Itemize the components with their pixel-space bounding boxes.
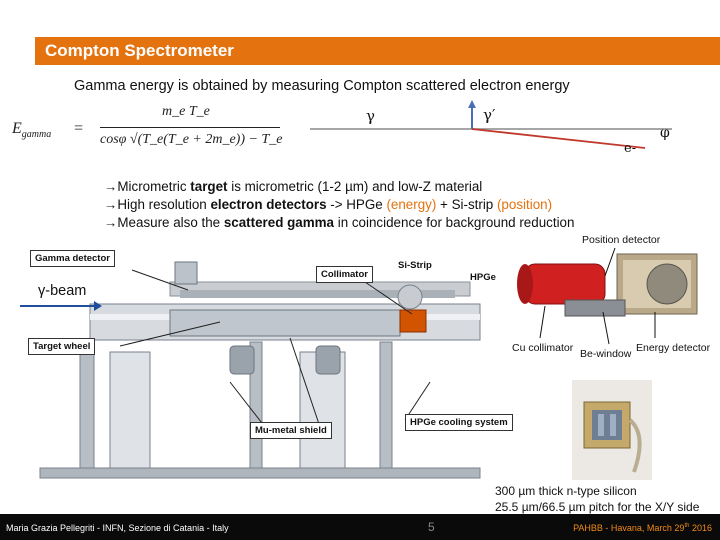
leader-mu-metal-2 <box>289 337 321 428</box>
energy-detector-window <box>646 263 688 305</box>
footer-author: Maria Grazia Pellegriti - INFN, Sezione … <box>6 523 229 533</box>
bullet-list: →Micrometric target is micrometric (1-2 … <box>104 178 574 232</box>
leader-cu-collimator <box>539 305 546 339</box>
bullet-scattered-gamma: →Measure also the scattered gamma in coi… <box>104 215 575 230</box>
leader-gamma-detector <box>131 269 189 291</box>
gamma-energy-formula: Egamma = m_e T_e cosφ √(T_e(T_e + 2m_e))… <box>12 104 282 156</box>
label-be-window: Be-window <box>580 348 632 360</box>
label-target-wheel: Target wheel <box>28 338 96 355</box>
si-strip-sensor <box>592 410 622 440</box>
pump-2 <box>315 345 341 375</box>
beam-arrow-head <box>94 301 102 311</box>
footer-bar: Maria Grazia Pellegriti - INFN, Sezione … <box>0 514 720 540</box>
compton-diagram: γ γ′ e- φ <box>300 96 700 166</box>
page-number: 5 <box>428 520 435 534</box>
leg-1 <box>79 341 95 473</box>
formula-denominator: cosφ √(T_e(T_e + 2m_e)) − T_e <box>100 132 283 147</box>
label-collimator: Collimator <box>316 266 373 283</box>
formula-lhs: Egamma <box>12 120 52 141</box>
formula-numerator: m_e T_e <box>162 104 210 119</box>
spectrometer-setup-figure: Gamma detector Collimator Si-Strip HPGe … <box>20 242 513 494</box>
leader-be-window <box>602 311 610 345</box>
gamma-symbol: γ <box>366 107 375 125</box>
mu-metal-tube <box>169 309 401 337</box>
base-rail <box>39 467 481 479</box>
leader-position-detector <box>604 247 616 277</box>
label-si-strip: Si-Strip <box>398 260 432 271</box>
bullet-detectors: →High resolution electron detectors -> H… <box>104 197 553 212</box>
label-mu-metal-shield: Mu-metal shield <box>250 422 332 439</box>
label-position-detector: Position detector <box>582 234 661 246</box>
title-bar: Compton Spectrometer <box>35 37 720 65</box>
cabinet-left <box>109 351 151 473</box>
si-strip-detector-photo <box>572 380 652 480</box>
slide-title: Compton Spectrometer <box>45 41 234 60</box>
label-energy-detector: Energy detector <box>636 342 711 354</box>
formula-equals: = <box>74 120 84 137</box>
hpge-endcap <box>517 264 533 304</box>
label-hpge: HPGe <box>470 272 496 283</box>
leader-target-wheel <box>119 321 221 347</box>
leader-mu-metal-1 <box>229 381 266 428</box>
scattered-gamma-arrow <box>468 100 476 108</box>
spectrometer-setup-drawing <box>20 242 500 494</box>
phi-symbol: φ <box>660 125 670 141</box>
caption-line-1: 300 µm thick n-type silicon <box>495 484 637 498</box>
hpge-cylinder <box>524 263 606 305</box>
si-strip-chamber <box>397 284 423 310</box>
si-strip-cable <box>628 418 642 473</box>
gamma-beam-label: γ-beam <box>38 283 87 299</box>
label-cu-collimator: Cu collimator <box>512 342 574 354</box>
cu-collimator-block <box>564 299 626 317</box>
top-rail-shadow <box>180 290 455 298</box>
gamma-prime-symbol: γ′ <box>483 106 496 124</box>
caption-line-2: 25.5 µm/66.5 µm pitch for the X/Y side <box>495 500 700 514</box>
leader-collimator <box>364 281 413 315</box>
compton-diagram-svg <box>310 100 672 149</box>
footer-event: PAHBB - Havana, March 29th 2016 <box>573 523 712 533</box>
electron-line <box>471 128 646 149</box>
label-hpge-cooling: HPGe cooling system <box>405 414 513 431</box>
gamma-detector-body <box>174 261 198 285</box>
formula-fraction-bar <box>100 127 280 128</box>
bullet-target: →Micrometric target is micrometric (1-2 … <box>104 179 483 194</box>
leader-cooling <box>404 381 431 421</box>
pump-1 <box>229 345 255 375</box>
electron-symbol: e- <box>624 141 637 156</box>
label-gamma-detector: Gamma detector <box>30 250 115 267</box>
hpge-collimator <box>399 309 427 333</box>
intro-text: Gamma energy is obtained by measuring Co… <box>74 78 570 94</box>
si-strip-caption: 300 µm thick n-type silicon 25.5 µm/66.5… <box>495 483 699 515</box>
detector-assembly-drawing <box>517 247 698 345</box>
leg-3 <box>379 341 393 473</box>
